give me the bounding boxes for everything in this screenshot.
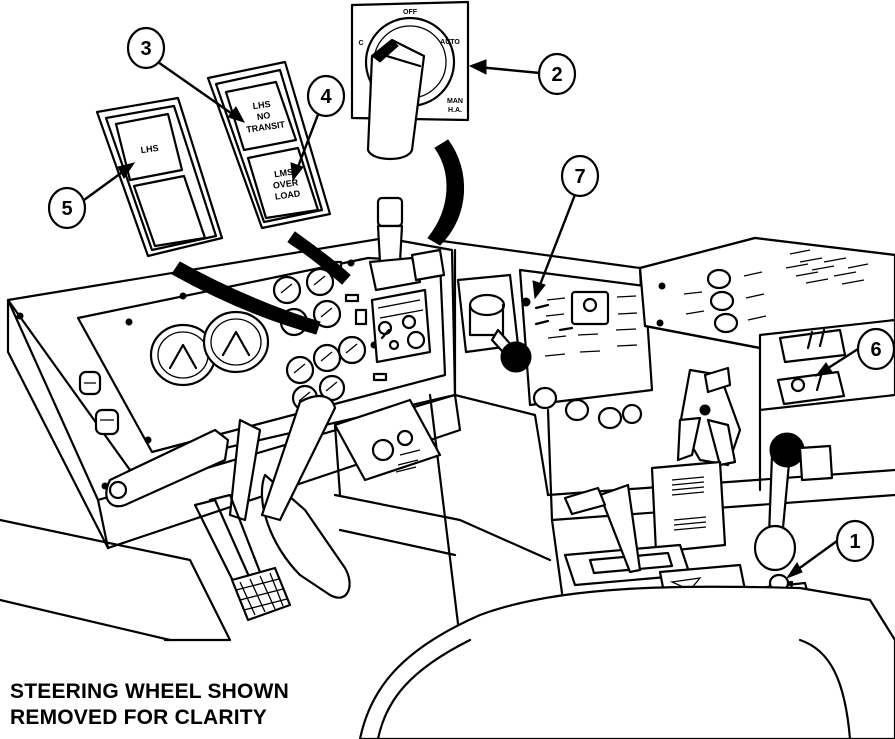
callout-1-number: 1 [849,531,860,553]
callout-2: 2 [468,52,577,96]
vent-grille [650,460,727,554]
note-line-2: REMOVED FOR CLARITY [10,706,267,729]
lhs-no-transit-line2: NO [256,110,271,122]
upper-right-console [638,236,895,492]
panel-selector-knob [368,196,446,292]
callout-7-number: 7 [574,166,585,188]
small-gauges [272,267,367,412]
hydraulic-valve [456,273,532,373]
callout-6-number: 6 [870,339,881,361]
seat [358,585,895,739]
center-switch-block [370,288,432,364]
steering-column-bracket [676,366,742,467]
callout-1: 1 [785,519,875,580]
lhs-indicator-text: LHS [140,143,159,155]
callout-5: 5 [47,162,136,230]
callout-7: 7 [532,154,600,300]
callout-6: 6 [814,327,895,377]
callout-4: 4 [290,74,346,182]
control-lever [753,432,834,572]
auxiliary-switch-panel [518,268,654,430]
callout-4-number: 4 [320,86,332,108]
note-line-1: STEERING WHEEL SHOWN [10,680,289,703]
large-gauges [149,310,270,387]
callout-3-number: 3 [140,38,151,60]
callout-2-number: 2 [551,64,562,86]
lhs-no-transit-line1: LHS [252,99,271,111]
rotary-pos-auto: AUTO [440,39,460,46]
lms-overload-line1: LMS [273,167,293,180]
callout-5-number: 5 [61,198,72,220]
callout-3: 3 [126,26,246,123]
rotary-pos-off: OFF [403,9,418,16]
indicator-lhs-no-transit-lms-overload: LHS NO TRANSIT LMS OVER LOAD [206,60,332,230]
rotary-pos-man: MAN [447,98,463,105]
zoom-arrows [171,139,464,335]
rotary-pos-ha: H.A. [448,107,462,114]
rotary-switch: C OFF AUTO MAN H.A. [350,0,470,161]
floor-lines [0,493,552,642]
lms-overload-line3: LOAD [274,188,301,202]
side-knobs [78,370,120,436]
pedals [105,394,351,622]
rotary-pos-c: C [358,40,363,47]
indicator-lhs: LHS [95,96,224,258]
under-dash-switch-box [333,398,442,497]
